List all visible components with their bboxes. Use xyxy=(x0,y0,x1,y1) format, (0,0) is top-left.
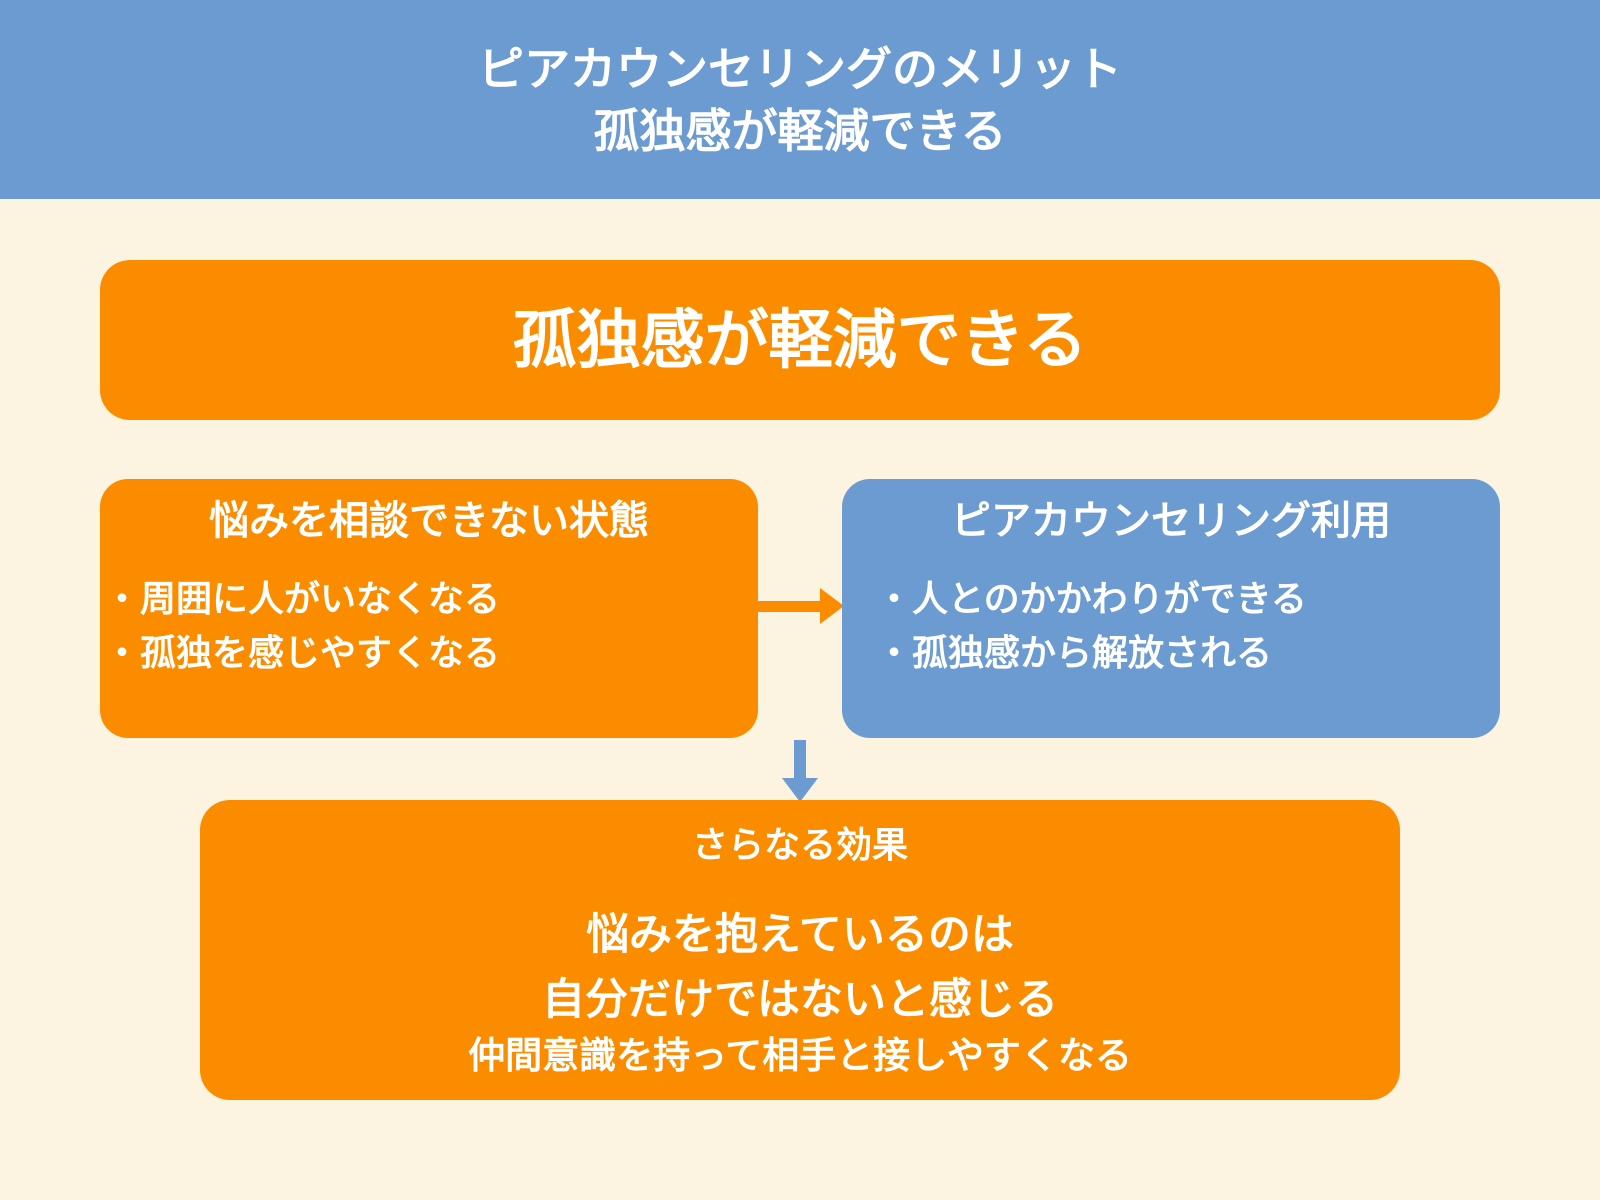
solution-box: ピアカウンセリング利用 ・人とのかかわりができる ・孤独感から解放される xyxy=(842,479,1500,738)
effect-line-3: 仲間意識を持って相手と接しやすくなる xyxy=(468,1035,1132,1076)
solution-bullet-1: ・人とのかかわりができる xyxy=(876,578,1307,619)
problem-box: 悩みを相談できない状態 ・周囲に人がいなくなる ・孤独を感じやすくなる xyxy=(100,479,758,738)
main-result-box: 孤独感が軽減できる xyxy=(100,260,1500,420)
problem-bullet-list: ・周囲に人がいなくなる ・孤独を感じやすくなる xyxy=(100,579,758,673)
solution-bullet-2: ・孤独感から解放される xyxy=(876,632,1273,673)
problem-box-title: 悩みを相談できない状態 xyxy=(209,499,649,543)
solution-bullet-list: ・人とのかかわりができる ・孤独感から解放される xyxy=(842,579,1500,673)
down-arrow-head-icon xyxy=(782,778,818,802)
page-title-line1: ピアカウンセリングのメリット xyxy=(478,42,1122,95)
problem-bullet-2: ・孤独を感じやすくなる xyxy=(104,632,501,673)
page-header: ピアカウンセリングのメリット 孤独感が軽減できる xyxy=(0,0,1600,199)
effect-line-2: 自分だけではないと感じる xyxy=(542,976,1058,1024)
effect-box-title: さらなる効果 xyxy=(691,824,908,865)
solution-box-title: ピアカウンセリング利用 xyxy=(951,499,1391,543)
down-arrow-icon xyxy=(794,740,806,780)
main-result-title: 孤独感が軽減できる xyxy=(512,304,1088,376)
right-arrow-head-icon xyxy=(820,588,844,624)
page-title: ピアカウンセリングのメリット 孤独感が軽減できる xyxy=(478,38,1122,162)
right-arrow-icon xyxy=(758,601,822,612)
effect-line-1: 悩みを抱えているのは xyxy=(586,911,1014,959)
problem-bullet-1: ・周囲に人がいなくなる xyxy=(104,578,501,619)
effect-box: さらなる効果 悩みを抱えているのは 自分だけではないと感じる 仲間意識を持って相… xyxy=(200,800,1400,1100)
page-title-line2: 孤独感が軽減できる xyxy=(593,104,1007,157)
